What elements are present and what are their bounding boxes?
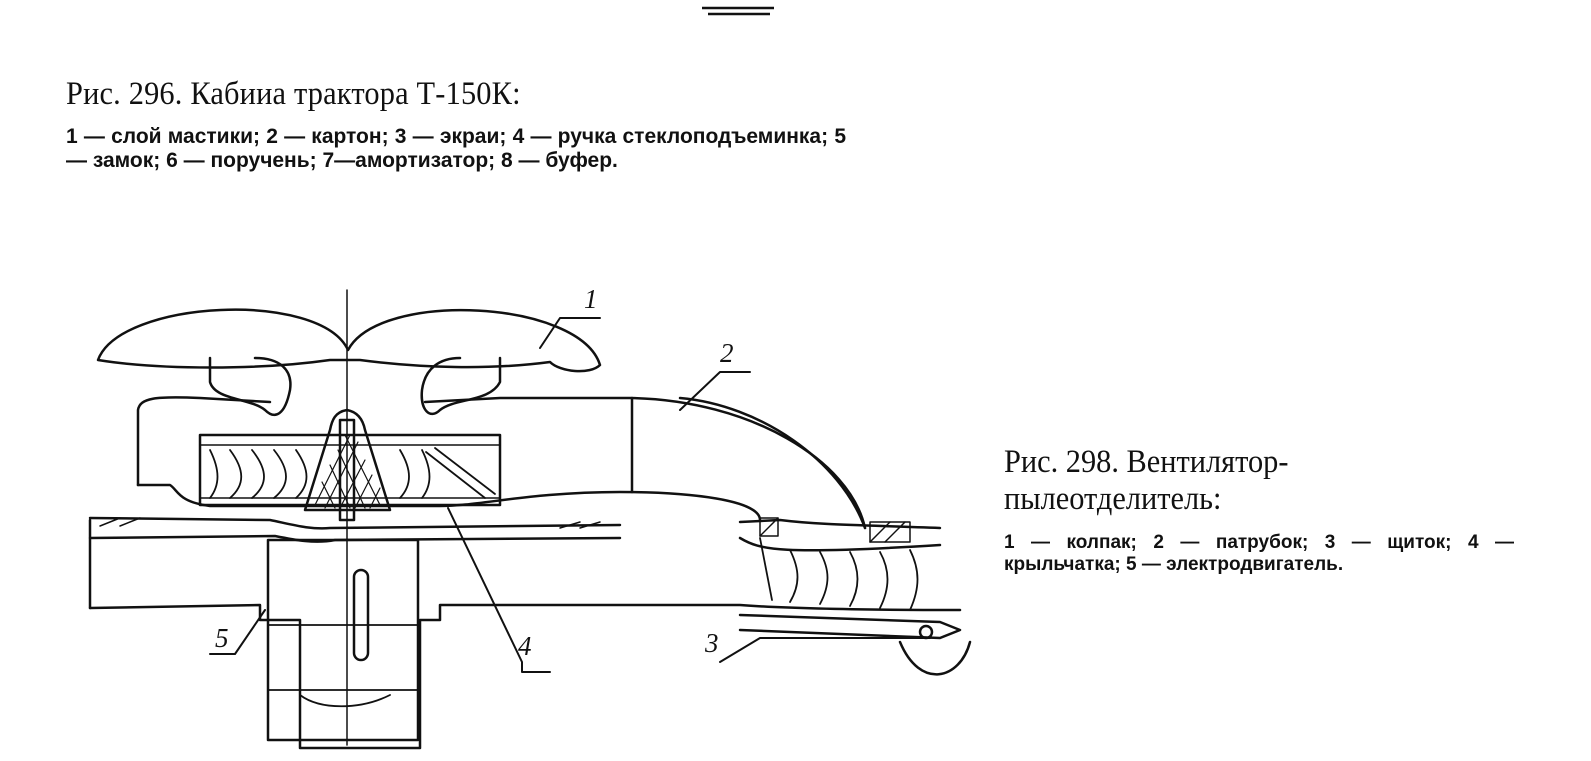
motor-housing	[266, 538, 420, 742]
page-top-mark	[702, 6, 774, 16]
callout-5: 5	[215, 623, 229, 653]
callout-2: 2	[720, 338, 734, 368]
roof-panel-top	[88, 516, 942, 530]
fan-dust-separator-drawing: 1 2 3 4 5	[88, 284, 972, 750]
figure-296-legend: 1 — слой мастики; 2 — картон; 3 — экраи;…	[66, 125, 846, 172]
housing-lower	[136, 483, 762, 522]
motor-shaft	[338, 418, 356, 522]
impeller-blades	[209, 447, 496, 499]
cap-neck-right	[420, 356, 502, 416]
callout-1: 1	[584, 284, 598, 314]
callout-leaders	[209, 317, 931, 673]
duct-bend	[678, 396, 867, 530]
figure-298-caption: Рис. 298. Вентилятор-пылеотделитель: 1 —…	[1004, 444, 1524, 576]
roof-panel-middle	[88, 534, 942, 552]
figure-298-legend: 1 — колпак; 2 — патрубок; 3 — щиток; 4 —…	[1004, 532, 1514, 575]
cap-neck-left	[208, 356, 292, 416]
callout-3: 3	[704, 628, 719, 658]
impeller-hub	[303, 408, 392, 512]
housing-top	[136, 396, 867, 530]
figure-298-title: Рис. 298. Вентилятор-пылеотделитель:	[1004, 444, 1289, 517]
figure-296-title: Рис. 296. Кабииа трактора Т-150К:	[66, 76, 521, 112]
callout-4: 4	[518, 631, 532, 661]
shield-plate	[738, 613, 962, 640]
cap-shape	[96, 308, 602, 373]
motor-slot	[352, 568, 370, 662]
hatched-seals	[99, 517, 911, 543]
shield-curve	[898, 640, 972, 676]
roof-panel-bottom	[88, 603, 962, 750]
figure-296-caption: Рис. 296. Кабииа трактора Т-150К: 1 — сл…	[66, 76, 866, 173]
shield-louvers	[759, 537, 919, 611]
